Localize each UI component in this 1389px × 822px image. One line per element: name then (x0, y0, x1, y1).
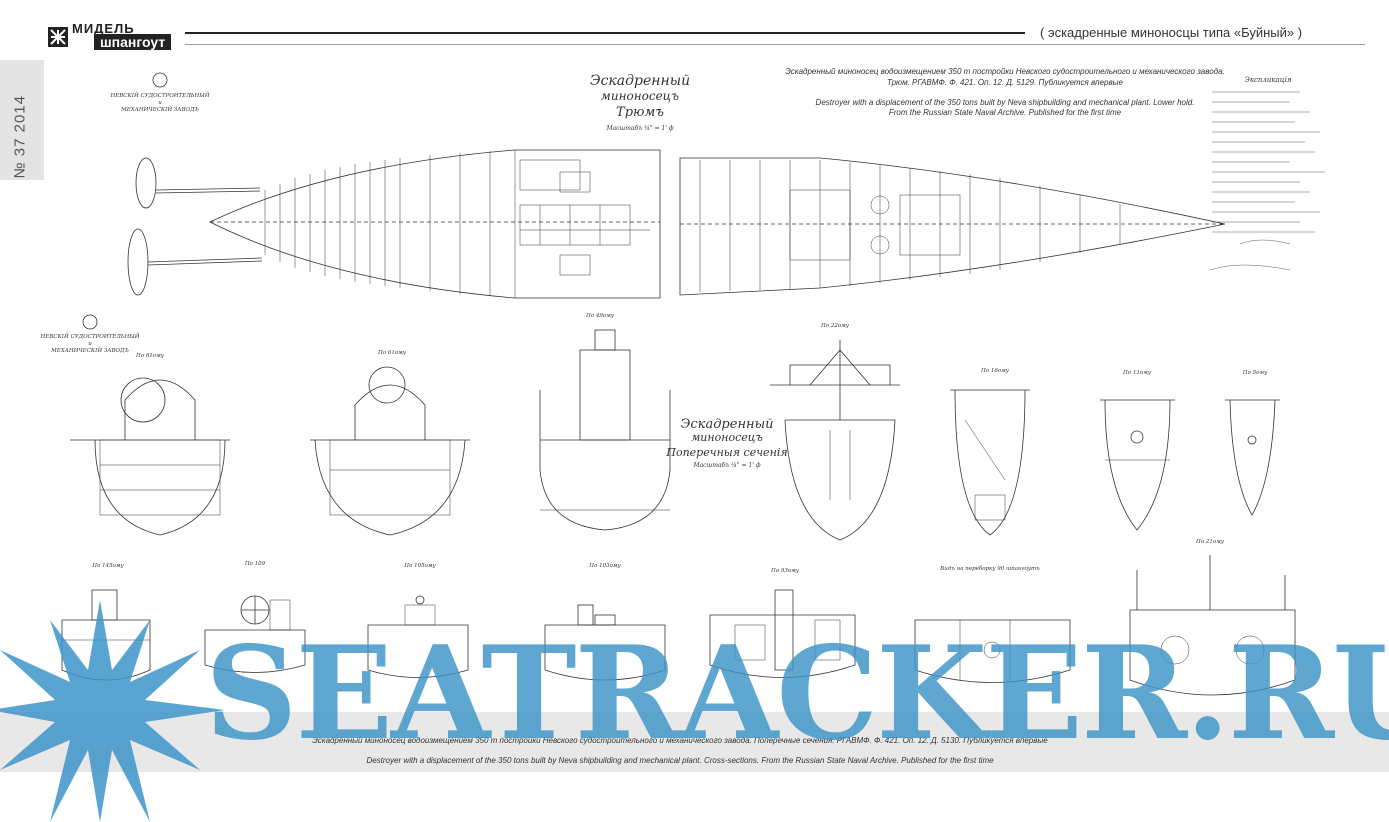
plant-line-2: и (158, 100, 162, 106)
plant-line-1b: НЕВСКІЙ СУДОСТРОИТЕЛЬНЫЙ (39, 332, 139, 340)
section-61-a (70, 377, 230, 536)
sections-scale: Масштабъ ¼" = 1' ф (692, 462, 760, 469)
section-103 (544, 604, 666, 681)
section-22 (770, 340, 900, 541)
frame-label: По 105ому (403, 563, 436, 569)
section-61-b (310, 366, 470, 536)
section-16 (950, 389, 1030, 536)
caption-band (0, 712, 1389, 772)
frame-label: По 49ому (585, 313, 615, 319)
section-49 (539, 329, 671, 531)
frame-label: По 11ому (1122, 370, 1152, 376)
frame-label: По 16ому (980, 368, 1010, 374)
frame-label: По 109 (244, 561, 266, 567)
issue-number: № 37 2014 (11, 95, 29, 179)
legend-title: Экспликація (1244, 76, 1291, 84)
frame-label: По 61ому (377, 350, 407, 356)
section-90-bulkhead (914, 619, 1071, 683)
plant-line-3: МЕХАНИЧЕСКІЙ ЗАВОДЪ (120, 105, 199, 113)
logo-text-bottom: шпангоут (94, 34, 172, 50)
header-rule (185, 32, 1025, 34)
sections-title-2: миноносецъ (691, 431, 763, 444)
frame-label: По 5ому (1242, 370, 1268, 376)
plan-caption-en-1: Destroyer with a displacement of the 350… (815, 98, 1195, 107)
plan-caption-en-2: From the Russian State Naval Archive. Pu… (888, 108, 1122, 117)
plant-line-2b: и (88, 341, 92, 347)
sections-caption-ru: Эскадренный миноносец водоизмещением 350… (312, 736, 1048, 745)
plant-line-3b: МЕХАНИЧЕСКІЙ ЗАВОДЪ (50, 346, 129, 354)
plant-stamp-sections: НЕВСКІЙ СУДОСТРОИТЕЛЬНЫЙ и МЕХАНИЧЕСКІЙ … (39, 314, 140, 354)
side-tab (0, 60, 44, 180)
propeller-lower (127, 228, 263, 296)
frame-label: По 21ому (1195, 539, 1225, 545)
plan-title-2: миноносецъ (601, 89, 679, 103)
frame-label: По 145ому (91, 563, 124, 569)
plan-scale: Масштабъ ¼" = 1' ф (605, 125, 673, 132)
plan-title-3: Трюмъ (616, 105, 664, 120)
section-11 (1100, 399, 1175, 531)
frame-label: Видъ на переборку 90 шпангоутъ (939, 565, 1040, 572)
section-109 (204, 595, 306, 673)
propeller-upper (135, 157, 261, 209)
sections-title-3: Поперечныя сеченія (665, 446, 787, 459)
frame-label: По 61ому (135, 353, 165, 359)
section-title: ( эскадренные миноносцы типа «Буйный» ) (1040, 25, 1303, 40)
plant-stamp-top: НЕВСКІЙ СУДОСТРОИТЕЛЬНЫЙ и МЕХАНИЧЕСКІЙ … (109, 72, 210, 113)
logo-text-top: МИДЕЛЬ (72, 21, 135, 36)
plan-caption-ru-2: Трюм. РГАВМФ. Ф. 421. Оп. 12. Д. 5129. П… (886, 78, 1123, 87)
magazine-logo-icon (48, 27, 68, 47)
frame-label: По 103ому (588, 563, 621, 569)
section-5 (1225, 399, 1280, 516)
watermark-text: SEATRACKER.RU (205, 619, 1389, 769)
sections-title-1: Эскадренный (680, 417, 773, 432)
plan-caption-ru-1: Эскадренный миноносец водоизмещением 350… (785, 67, 1225, 76)
header-rule-thin (185, 44, 1365, 45)
frame-label: По 22ому (820, 323, 850, 329)
section-105 (367, 595, 469, 678)
plant-line-1: НЕВСКІЙ СУДОСТРОИТЕЛЬНЫЙ (109, 91, 209, 99)
section-21 (1129, 555, 1296, 696)
sections-caption-en: Destroyer with a displacement of the 350… (366, 756, 994, 765)
frame-label: По 93ому (770, 568, 800, 574)
section-93 (709, 589, 856, 678)
plan-title-1: Эскадренный (590, 73, 690, 89)
starburst-watermark-icon (0, 600, 225, 822)
